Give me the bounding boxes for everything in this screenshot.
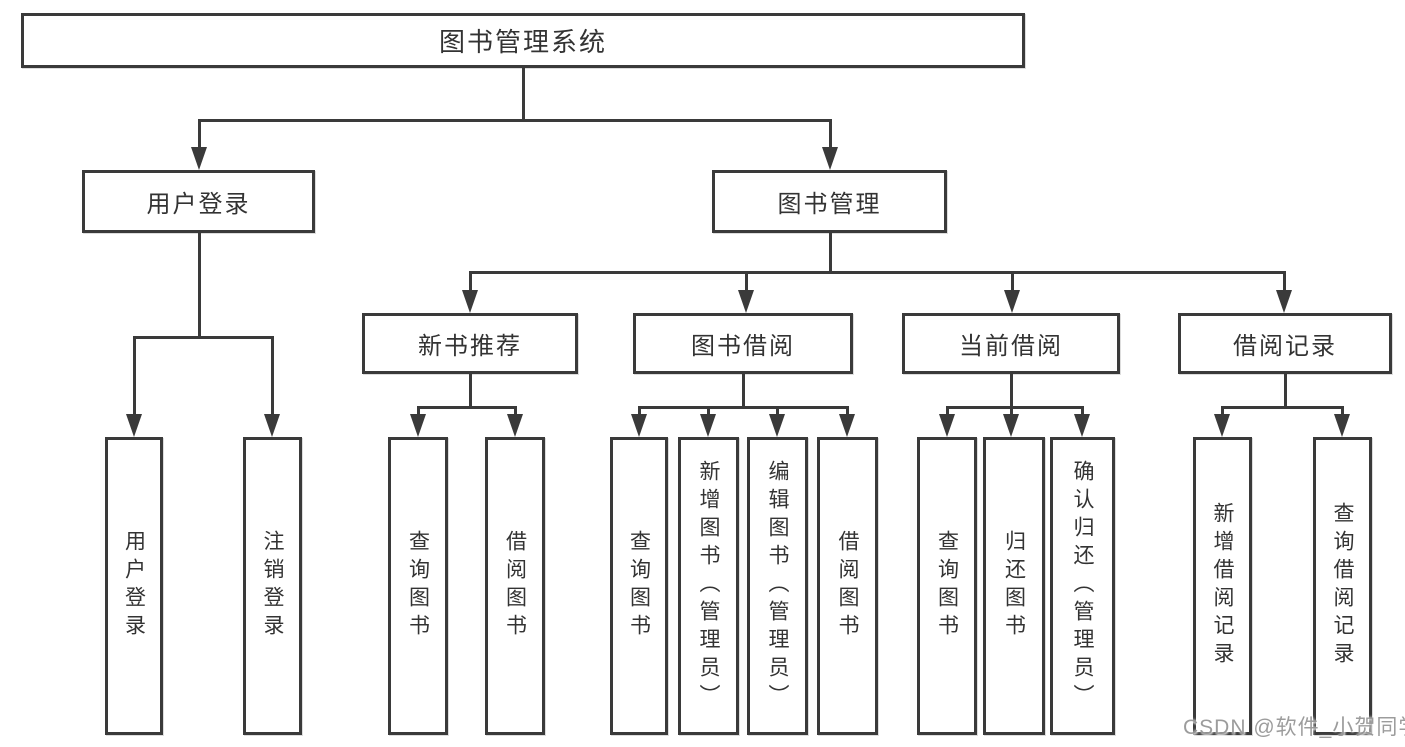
arrowhead <box>839 414 855 437</box>
connector-shaft <box>945 406 949 418</box>
connector-shaft <box>845 406 849 418</box>
connector-user-login-bar <box>132 336 274 339</box>
node-library-system: 图书管理系统 <box>21 13 1025 68</box>
node-borrow-books: 借阅图书 <box>817 437 878 735</box>
connector-newbook-shaft <box>468 271 472 292</box>
node-query-borrow-record: 查询借阅记录 <box>1313 437 1372 735</box>
connector-book-mgmt-shaft <box>828 119 832 149</box>
node-new-book-recommend: 新书推荐 <box>362 313 578 374</box>
node-logout-action: 注销登录 <box>243 437 302 735</box>
connector-book-mgmt-drop <box>828 233 832 271</box>
connector-newbook-drop <box>468 374 472 406</box>
connector-current-shaft <box>1010 271 1014 292</box>
connector-user-login-shaft <box>197 119 201 149</box>
arrowhead <box>631 414 647 437</box>
connector-current-drop <box>1009 374 1013 406</box>
connector-shaft <box>1340 406 1344 418</box>
connector-level3-bar <box>468 271 1286 274</box>
connector-shaft <box>416 406 420 418</box>
connector-borrowing-shaft <box>744 271 748 292</box>
arrowhead-logout <box>264 414 280 437</box>
connector-records-drop <box>1283 374 1287 406</box>
arrowhead <box>1074 414 1090 437</box>
node-query-books-recommend: 查询图书 <box>388 437 448 735</box>
node-book-borrowing: 图书借阅 <box>633 313 853 374</box>
node-return-books: 归还图书 <box>983 437 1045 735</box>
arrowhead-current <box>1004 290 1020 313</box>
node-add-borrow-record: 新增借阅记录 <box>1193 437 1252 735</box>
connector-shaft <box>775 406 779 418</box>
connector-user-login-drop <box>197 233 201 336</box>
arrowhead <box>410 414 426 437</box>
node-edit-books-admin: 编辑图书（管理员） <box>747 437 808 735</box>
node-confirm-return-admin: 确认归还（管理员） <box>1050 437 1115 735</box>
arrowhead <box>1003 414 1019 437</box>
connector-records-shaft <box>1282 271 1286 292</box>
connector-root-drop <box>521 68 525 119</box>
arrowhead-newbook <box>462 290 478 313</box>
connector-shaft <box>1009 406 1013 418</box>
arrowhead-records <box>1276 290 1292 313</box>
connector-borrowing-drop <box>741 374 745 406</box>
arrowhead <box>1334 414 1350 437</box>
arrowhead-book-mgmt <box>822 147 838 170</box>
connector-shaft <box>706 406 710 418</box>
node-user-login-action: 用户登录 <box>105 437 163 735</box>
node-borrowing-records: 借阅记录 <box>1178 313 1392 374</box>
connector-shaft <box>1080 406 1084 418</box>
arrowhead <box>939 414 955 437</box>
node-query-books-current: 查询图书 <box>917 437 977 735</box>
watermark: CSDN @软件_小贺同学 <box>1183 716 1405 739</box>
arrowhead <box>1214 414 1230 437</box>
arrowhead <box>700 414 716 437</box>
node-query-books-borrowing: 查询图书 <box>610 437 668 735</box>
connector-borrowing-bar <box>637 406 849 409</box>
connector-level2-bar <box>197 119 832 122</box>
connector-newbook-bar <box>416 406 517 409</box>
connector-shaft <box>637 406 641 418</box>
arrowhead <box>769 414 785 437</box>
connector-login-shaft <box>132 336 136 416</box>
node-user-login: 用户登录 <box>82 170 315 233</box>
connector-records-bar <box>1220 406 1344 409</box>
connector-current-bar <box>945 406 1084 409</box>
node-borrow-books-recommend: 借阅图书 <box>485 437 545 735</box>
arrowhead-login <box>126 414 142 437</box>
connector-shaft <box>1220 406 1224 418</box>
node-current-borrowing: 当前借阅 <box>902 313 1120 374</box>
connector-logout-shaft <box>270 336 274 416</box>
node-add-books-admin: 新增图书（管理员） <box>678 437 739 735</box>
node-book-management: 图书管理 <box>712 170 947 233</box>
arrowhead-borrowing <box>738 290 754 313</box>
arrowhead-user-login <box>191 147 207 170</box>
arrowhead <box>507 414 523 437</box>
connector-shaft <box>513 406 517 418</box>
